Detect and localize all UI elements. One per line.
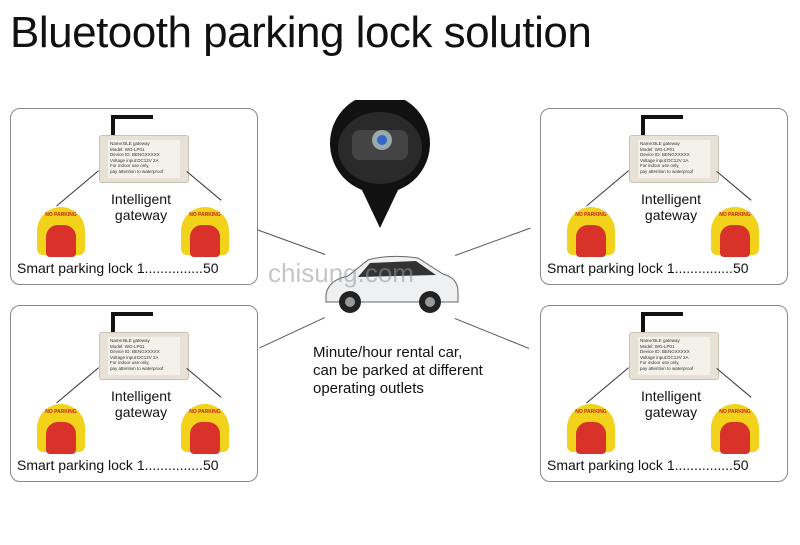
gateway-label-line: gateway xyxy=(114,404,168,420)
gateway-label-line: Device ID: BENGXXXXX xyxy=(110,152,160,158)
gateway-label-line: Model: WG-LP01 xyxy=(640,146,675,152)
gateway-label-line: gateway xyxy=(644,404,698,420)
gateway-label-line: Voltage input:DC12V 2A xyxy=(640,157,689,163)
gateway-label-line: Device ID: BENGXXXXX xyxy=(640,152,690,158)
rental-line: operating outlets xyxy=(313,380,424,397)
connection-line xyxy=(56,367,99,404)
rental-car-description: Minute/hour rental car, can be parked at… xyxy=(313,344,483,398)
parking-lock-2: NO PARKING xyxy=(711,207,759,259)
gateway-label-line: pay attention to waterproof xyxy=(640,365,694,371)
gateway-label-line: Intelligent xyxy=(111,388,171,404)
antenna-icon xyxy=(641,115,645,137)
gateway-label-line: Name:BLE gateway xyxy=(640,141,680,146)
parking-lock-1: NO PARKING xyxy=(37,404,85,456)
gateway-label-line: gateway xyxy=(114,207,168,223)
gateway-label-line: Voltage input:DC12V 2A xyxy=(110,354,159,360)
no-parking-text: NO PARKING xyxy=(719,409,751,415)
rental-line: Minute/hour rental car, xyxy=(313,344,463,361)
gateway-label-line: For indoor use only, xyxy=(110,360,150,366)
no-parking-text: NO PARKING xyxy=(189,409,221,415)
gateway-label-line: pay attention to waterproof xyxy=(640,168,694,174)
watermark: chisung.com xyxy=(268,258,414,288)
antenna-icon xyxy=(641,115,683,119)
car-image xyxy=(325,255,459,313)
parking-lock-2: NO PARKING xyxy=(181,404,229,456)
parking-lock-2: NO PARKING xyxy=(181,207,229,259)
gateway-label-line: Intelligent xyxy=(641,191,701,207)
rental-line: can be parked at different xyxy=(313,362,483,379)
connection-line xyxy=(716,368,752,398)
gateway-label-line: For indoor use only, xyxy=(110,163,150,169)
gateway-label-line: Model: WG-LP01 xyxy=(110,146,145,152)
parking-lock-2: NO PARKING xyxy=(711,404,759,456)
smart-lock-caption: Smart parking lock 1...............50 xyxy=(547,457,749,473)
smart-lock-caption: Smart parking lock 1...............50 xyxy=(547,260,749,276)
antenna-icon xyxy=(111,115,115,137)
gateway-label-line: Device ID: BENGXXXXX xyxy=(110,349,160,355)
gateway-label-line: For indoor use only, xyxy=(640,163,680,169)
connection-line xyxy=(186,171,222,201)
no-parking-text: NO PARKING xyxy=(189,212,221,218)
gateway-label-line: Intelligent xyxy=(111,191,171,207)
gateway-label-line: Voltage input:DC12V 2A xyxy=(640,354,689,360)
smart-lock-caption: Smart parking lock 1...............50 xyxy=(17,260,219,276)
gateway-label-line: Name:BLE gateway xyxy=(110,141,150,146)
antenna-icon xyxy=(641,312,683,316)
gateway-label-line: Model: WG-LP01 xyxy=(640,343,675,349)
parking-lock-1: NO PARKING xyxy=(567,207,615,259)
parking-lock-1: NO PARKING xyxy=(37,207,85,259)
parking-lock-1: NO PARKING xyxy=(567,404,615,456)
no-parking-text: NO PARKING xyxy=(575,212,607,218)
gateway-label-line: pay attention to waterproof xyxy=(110,168,164,174)
gateway-label-line: pay attention to waterproof xyxy=(110,365,164,371)
gateway-label-line: Voltage input:DC12V 2A xyxy=(110,157,159,163)
antenna-icon xyxy=(641,312,645,334)
no-parking-text: NO PARKING xyxy=(719,212,751,218)
antenna-icon xyxy=(111,312,115,334)
page-title: Bluetooth parking lock solution xyxy=(10,8,592,57)
gateway-label-line: gateway xyxy=(644,207,698,223)
gateway-label-line: Intelligent xyxy=(641,388,701,404)
car-bluetooth-dongle-image xyxy=(330,100,430,228)
no-parking-text: NO PARKING xyxy=(45,212,77,218)
antenna-icon xyxy=(111,312,153,316)
gateway-label-line: For indoor use only, xyxy=(640,360,680,366)
connection-line xyxy=(586,367,629,404)
connection-line xyxy=(56,170,99,207)
connection-line xyxy=(716,171,752,201)
gateway-label-line: Model: WG-LP01 xyxy=(110,343,145,349)
gateway-label-line: Name:BLE gateway xyxy=(110,338,150,343)
antenna-icon xyxy=(111,115,153,119)
gateway-label-line: Name:BLE gateway xyxy=(640,338,680,343)
no-parking-text: NO PARKING xyxy=(575,409,607,415)
no-parking-text: NO PARKING xyxy=(45,409,77,415)
connection-line xyxy=(186,368,222,398)
arrow-to-top-right xyxy=(455,227,531,256)
smart-lock-caption: Smart parking lock 1...............50 xyxy=(17,457,219,473)
arrow-to-top-left xyxy=(257,229,326,255)
connection-line xyxy=(586,170,629,207)
gateway-label-line: Device ID: BENGXXXXX xyxy=(640,349,690,355)
